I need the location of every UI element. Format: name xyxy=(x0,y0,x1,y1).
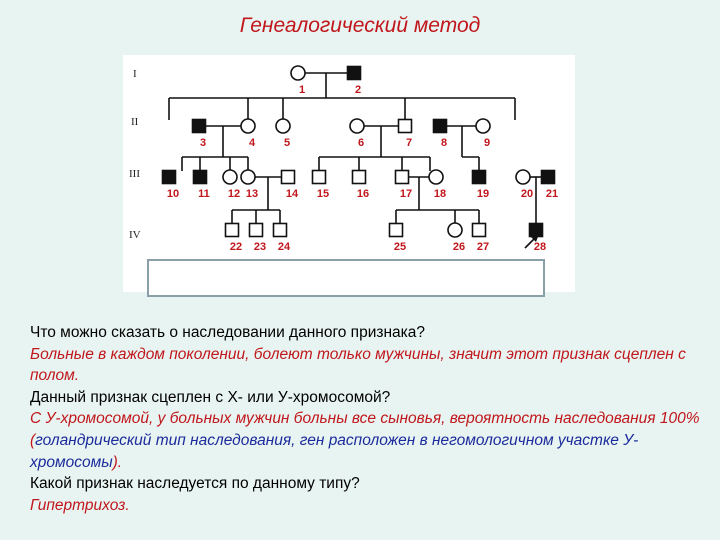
individual-9-female xyxy=(475,118,491,134)
individual-label-25: 25 xyxy=(394,241,406,253)
individual-28-male xyxy=(528,222,544,238)
individual-22-male xyxy=(224,222,240,238)
answer-2-end: ). xyxy=(112,453,123,471)
individual-label-12: 12 xyxy=(228,188,240,200)
answer-2-main: С У-хромосомой, у больных мужчин больны … xyxy=(30,410,700,449)
generation-label-2: II xyxy=(131,116,139,128)
individual-23-male xyxy=(248,222,264,238)
answer-1: Больные в каждом поколении, болеют тольк… xyxy=(30,345,686,385)
individual-3-male xyxy=(191,118,207,134)
individual-label-13: 13 xyxy=(246,188,258,200)
individual-label-23: 23 xyxy=(254,241,266,253)
question-1: Что можно сказать о наследовании данного… xyxy=(30,324,426,341)
individual-label-18: 18 xyxy=(434,188,446,200)
individual-6-female xyxy=(349,118,365,134)
individual-label-27: 27 xyxy=(477,241,489,253)
individual-label-4: 4 xyxy=(249,137,256,149)
individual-16-male xyxy=(351,169,367,185)
individual-label-9: 9 xyxy=(484,137,490,149)
answer-2-note: голандрический тип наследования, ген рас… xyxy=(30,431,639,471)
individual-20-female xyxy=(515,169,531,185)
slide-title: Генеалогический метод xyxy=(239,14,481,37)
individual-label-15: 15 xyxy=(317,188,329,200)
individual-label-6: 6 xyxy=(358,137,364,149)
individual-label-26: 26 xyxy=(453,241,465,253)
individual-17-male xyxy=(394,169,410,185)
individual-label-1: 1 xyxy=(299,84,305,96)
individual-13-female xyxy=(240,169,256,185)
individual-27-male xyxy=(471,222,487,238)
individual-19-male xyxy=(471,169,487,185)
individual-label-8: 8 xyxy=(441,137,447,149)
individual-label-22: 22 xyxy=(230,241,242,253)
generation-label-1: I xyxy=(133,68,137,80)
individual-label-2: 2 xyxy=(355,84,361,96)
individual-label-21: 21 xyxy=(546,188,558,200)
individual-label-5: 5 xyxy=(284,137,290,149)
generation-label-4: IV xyxy=(129,229,141,241)
individual-14-male xyxy=(280,169,296,185)
individual-15-male xyxy=(311,169,327,185)
individual-label-16: 16 xyxy=(357,188,369,200)
individual-1-female xyxy=(290,65,306,81)
individual-8-male xyxy=(432,118,448,134)
text-block: Что можно сказать о наследовании данного… xyxy=(30,322,702,516)
question-3: Какой признак наследуется по данному тип… xyxy=(30,475,360,493)
question-2: Данный признак сцеплен с Х- или У-хромос… xyxy=(30,388,391,406)
individual-label-11: 11 xyxy=(198,188,210,200)
individual-label-20: 20 xyxy=(521,188,533,200)
individual-26-female xyxy=(447,222,463,238)
individual-18-female xyxy=(428,169,444,185)
individual-label-19: 19 xyxy=(477,188,489,200)
answer-3: Гипертрихоз. xyxy=(30,496,130,514)
generation-label-3: III xyxy=(129,168,140,180)
individual-label-24: 24 xyxy=(278,241,291,253)
individual-label-14: 14 xyxy=(286,188,299,200)
individual-label-7: 7 xyxy=(406,137,412,149)
individual-label-17: 17 xyxy=(400,188,412,200)
individual-25-male xyxy=(388,222,404,238)
individual-4-female xyxy=(240,118,256,134)
individual-24-male xyxy=(272,222,288,238)
individual-2-male xyxy=(346,65,362,81)
individual-label-3: 3 xyxy=(200,137,206,149)
individual-5-female xyxy=(275,118,291,134)
individual-7-male xyxy=(397,118,413,134)
individual-10-male xyxy=(161,169,177,185)
individual-21-male xyxy=(540,169,556,185)
individual-label-10: 10 xyxy=(167,188,179,200)
answer-2: С У-хромосомой, у больных мужчин больны … xyxy=(30,408,702,473)
individual-12-female xyxy=(222,169,238,185)
individual-11-male xyxy=(192,169,208,185)
individual-label-28: 28 xyxy=(534,241,546,253)
caption-box xyxy=(147,259,545,297)
